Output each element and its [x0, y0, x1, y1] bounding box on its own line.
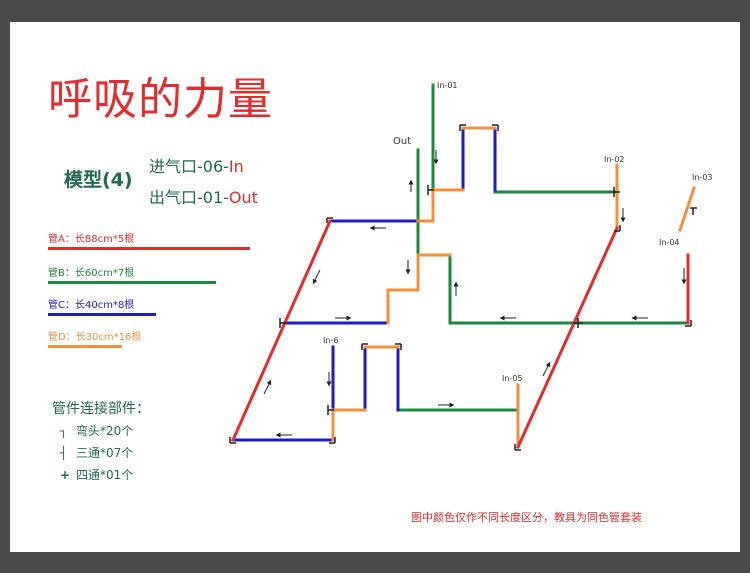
inlet-label: 进气口-06-In: [149, 153, 244, 177]
elbow-icon: [329, 437, 336, 444]
label-in02: In-02: [604, 155, 625, 164]
legend-label-b: 管B：长60cm*7根: [48, 268, 135, 279]
legend-label-a: 管A：长88cm*5根: [48, 234, 135, 245]
tee-icon: ┤: [60, 446, 68, 460]
cross-icon: [573, 318, 583, 328]
tee-icon: [690, 207, 697, 215]
footnote: 图中颜色仅作不同长度区分，教具为同色管套装: [411, 511, 642, 524]
legend-label-d: 管D：长30cm*16根: [48, 332, 142, 343]
legend-line-b: [48, 281, 216, 284]
inlet-prefix: 进气口-06-: [149, 157, 229, 176]
outlet-prefix: 出气口-01-: [149, 188, 229, 207]
canvas: [10, 22, 740, 552]
legend-item-b: 管B：长60cm*7根: [48, 264, 268, 284]
legend-item-a: 管A：长88cm*5根: [48, 230, 268, 250]
fittings-panel: 管件连接部件： ┐ 弯头*20个 ┤ 三通*07个 + 四通*01个: [48, 398, 150, 482]
tee-icon: [427, 185, 434, 195]
outlet-label: 出气口-01-Out: [149, 184, 258, 208]
legend-item-c: 管C：长40cm*8根: [48, 296, 268, 316]
elbow-icon: ┐: [60, 424, 68, 438]
label-in01: In-01: [437, 81, 458, 90]
inlet-highlight: In: [228, 157, 244, 176]
arrow-icon: [312, 269, 321, 285]
tee-icon: [279, 318, 286, 328]
page-title: 呼吸的力量: [48, 74, 273, 125]
elbow-icon: [514, 444, 521, 451]
legend-item-d: 管D：长30cm*16根: [48, 328, 268, 348]
label-in05: In-05: [502, 374, 523, 383]
pipe-d-in03: [678, 186, 696, 232]
label-in03: In-03: [692, 173, 713, 182]
elbow-icon: [326, 217, 333, 223]
elbow-icon: [614, 225, 621, 232]
cross-icon: +: [60, 468, 71, 482]
label-in6: In-6: [323, 336, 338, 345]
fitting-elbow: ┐ 弯头*20个: [60, 422, 133, 439]
fitting-cross-label: 四通*01个: [76, 468, 134, 482]
elbow-icon: [229, 437, 236, 444]
pipe-a-right-diagonal: [516, 226, 619, 449]
model-label: 模型(4): [64, 169, 133, 191]
arrow-icon: [542, 361, 551, 377]
legend-line-a: [48, 247, 250, 250]
pipe-d-outlet-join: [416, 188, 435, 223]
fitting-cross: + 四通*01个: [60, 466, 133, 483]
elbow-icon: [395, 343, 402, 350]
tee-icon: [327, 405, 334, 415]
elbow-icon: [492, 124, 499, 131]
elbow-icon: [685, 320, 692, 327]
pipe-d-step-middle: [386, 253, 420, 292]
legend-label-c: 管C：长40cm*8根: [48, 300, 135, 311]
outlet-highlight: Out: [228, 188, 258, 207]
elbow-icon: [361, 343, 368, 350]
fitting-tee: ┤ 三通*07个: [60, 444, 133, 461]
fitting-elbow-label: 弯头*20个: [76, 424, 134, 438]
legend-line-c: [48, 313, 156, 316]
fitting-tee-label: 三通*07个: [76, 446, 134, 460]
label-in04: In-04: [659, 238, 680, 247]
arrow-icon: [263, 379, 272, 395]
fittings-title: 管件连接部件：: [52, 401, 150, 417]
pipe-a-left-diagonal: [231, 219, 332, 442]
tee-icon: [613, 187, 620, 197]
label-out: Out: [393, 136, 411, 147]
legend-line-d: [48, 345, 122, 348]
elbow-icon: [459, 124, 466, 131]
